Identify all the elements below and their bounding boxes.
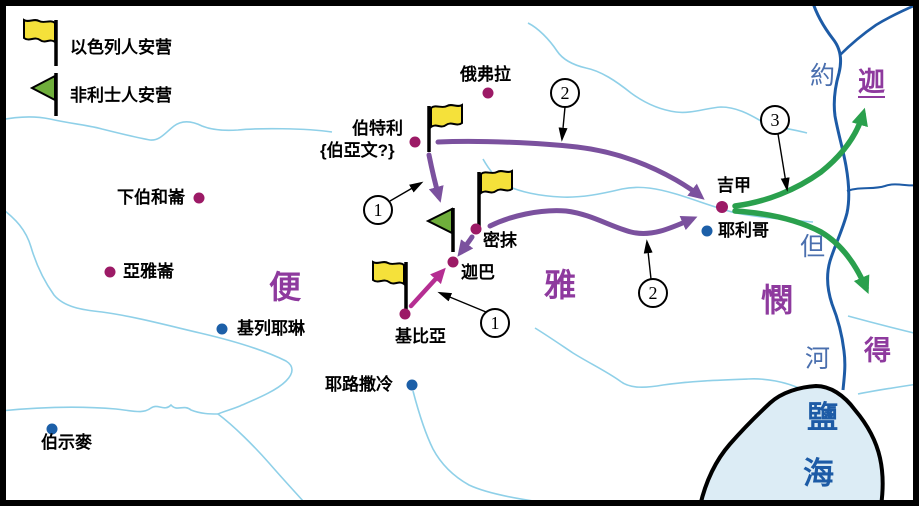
river-label-jordan-1: 約 [810,62,836,90]
pointer-arrows [389,106,790,313]
region-label-gad-1: 迦 [858,67,885,98]
bethel-israel-flag [427,104,463,152]
jordan-river [810,0,851,391]
place-label-kiriath-jearim: 基列耶琳 [237,319,305,338]
dot-gilgal [716,201,728,213]
dot-lower-beth-horon [193,192,205,204]
stream-south-central [534,327,802,390]
route-number-2-north: 2 [550,78,580,108]
place-label-ophrah: 俄弗拉 [460,65,511,84]
stream-southwest [0,403,219,415]
river-label-jordan-2: 但 [800,233,826,261]
place-label-beth-shemesh: 伯示麥 [41,433,92,452]
route-number-1-bethel: 1 [363,195,393,225]
route-number-3: 3 [760,105,790,135]
route-michmash-to-geba [457,234,475,257]
jordan-tributary-east [846,183,919,192]
dot-jericho [701,225,713,237]
place-label-jerusalem: 耶路撒冷 [325,375,393,394]
region-label-gad-2: 得 [864,336,891,366]
stream-east-2 [857,383,919,395]
place-label-bethel: 伯特利 [352,119,403,138]
place-label-jericho: 耶利哥 [718,221,769,240]
region-label-benjamin-2: 雅 [544,267,577,303]
salt-sea [698,384,885,506]
pointer-1a [389,181,424,202]
gibeah-israel-flag [372,261,408,313]
stream-west [0,206,293,415]
pointer-1b [437,291,487,313]
dot-geba [447,256,459,268]
dot-gibeah [399,308,411,320]
route-michmash-to-gilgal [487,208,698,237]
michmash-philistine-flag [425,207,455,252]
movement-routes-purple [426,138,705,257]
pointer-2b [643,239,653,280]
legend-philistine-flag-icon [29,73,58,116]
stream-northwest [0,116,333,141]
sea-label-1: 鹽 [807,400,838,435]
place-label-gilgal: 吉甲 [717,176,751,195]
place-label-gibeah: 基比亞 [395,327,446,346]
dot-jerusalem [406,379,418,391]
place-label-bethaven: {伯亞文?} [320,141,395,160]
stream-east-1 [847,315,919,335]
dot-aijalon [104,266,116,278]
michmash-israel-flag [477,170,513,232]
legend-israel-label: 以色列人安营 [70,38,172,57]
route-number-1-gibeah: 1 [480,308,510,338]
dot-ophrah [482,87,494,99]
dot-bethel [409,136,421,148]
stream-north-central [527,22,808,134]
legend-philistine-label: 非利士人安营 [70,86,172,105]
stream-south-branch [217,413,305,503]
jordan-river-group [810,0,919,391]
flags [23,19,513,313]
route-number-2-south: 2 [638,278,668,308]
jordan-tributary-north [839,2,919,56]
route-bethel-down [426,152,444,203]
pointer-2a [558,106,568,142]
legend-israel-flag-icon [23,19,58,66]
attack-arrow-gibeah-geba [408,267,446,309]
region-label-benjamin-3: 憫 [761,282,794,318]
dot-beth-shemesh [46,423,58,435]
place-label-geba: 迦巴 [461,263,495,282]
flee-routes-green [732,107,870,295]
city-dots [46,87,728,435]
dot-michmash [470,223,482,235]
place-label-aijalon: 亞雅崙 [123,262,174,281]
river-label-jordan-3: 河 [805,345,831,373]
place-label-michmash: 密抹 [483,231,517,250]
stream-jerusalem [412,390,541,503]
flee-route-southeast [732,208,870,295]
route-bethel-to-gilgal [435,138,705,200]
place-label-lower-beth-horon: 下伯和崙 [117,188,185,207]
region-label-benjamin-1: 便 [269,269,302,305]
pointer-3 [777,133,790,192]
sea-label-2: 海 [803,456,834,491]
dot-kiriath-jearim [216,323,228,335]
flee-route-northeast [732,107,868,209]
